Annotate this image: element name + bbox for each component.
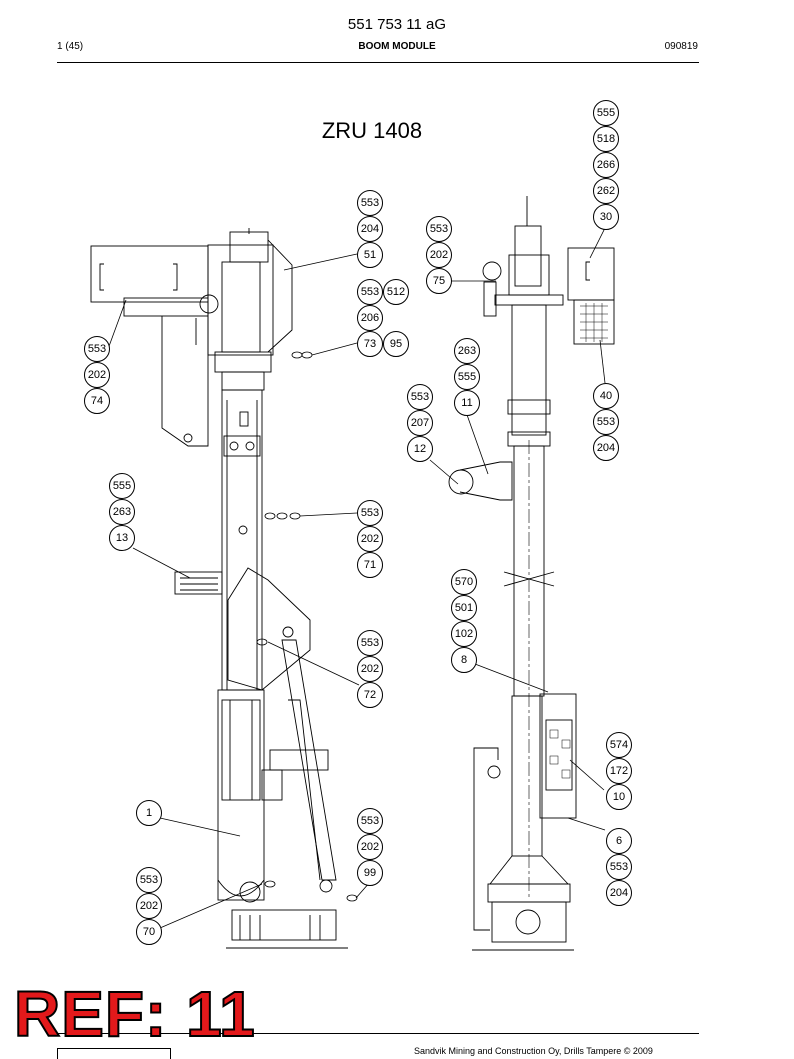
- callout-bubble: 553: [357, 630, 383, 656]
- callout-bubble: 74: [84, 388, 110, 414]
- callout-bubble: 553: [357, 500, 383, 526]
- callout-bubble: 512: [383, 279, 409, 305]
- callout-bubble: 501: [451, 595, 477, 621]
- callout-bubble: 204: [606, 880, 632, 906]
- callout-bubble: 553: [357, 279, 383, 305]
- callout-bubble: 553: [407, 384, 433, 410]
- callout-bubble: 207: [407, 410, 433, 436]
- callout-bubble: 10: [606, 784, 632, 810]
- callout-bubble: 6: [606, 828, 632, 854]
- callout-bubble: 262: [593, 178, 619, 204]
- callout-bubble: 574: [606, 732, 632, 758]
- callout-bubble: 202: [357, 526, 383, 552]
- callout-bubble: 72: [357, 682, 383, 708]
- callout-bubble: 206: [357, 305, 383, 331]
- callout-bubble: 12: [407, 436, 433, 462]
- left-boom-view: [90, 228, 358, 949]
- callout-bubble: 204: [593, 435, 619, 461]
- callout-bubble: 11: [454, 390, 480, 416]
- footer-copyright: Sandvik Mining and Construction Oy, Dril…: [414, 1046, 653, 1056]
- reference-stamp: REF: 11: [13, 978, 256, 1050]
- callout-bubble: 51: [357, 242, 383, 268]
- callout-bubble: 75: [426, 268, 452, 294]
- callout-bubble: 553: [606, 854, 632, 880]
- callout-bubble: 553: [357, 190, 383, 216]
- header-rule: [57, 62, 699, 63]
- callout-bubble: 263: [109, 499, 135, 525]
- callout-bubble: 71: [357, 552, 383, 578]
- callout-bubble: 202: [426, 242, 452, 268]
- document-number: 551 753 11 aG: [347, 16, 447, 33]
- callout-bubble: 13: [109, 525, 135, 551]
- callout-bubble: 553: [593, 409, 619, 435]
- callout-bubble: 570: [451, 569, 477, 595]
- callout-bubble: 8: [451, 647, 477, 673]
- callout-bubble: 95: [383, 331, 409, 357]
- callout-bubble: 70: [136, 919, 162, 945]
- callout-bubble: 102: [451, 621, 477, 647]
- module-title: BOOM MODULE: [358, 41, 436, 52]
- callout-bubble: 555: [454, 364, 480, 390]
- callout-bubble: 553: [136, 867, 162, 893]
- callout-bubble: 266: [593, 152, 619, 178]
- leader-lines: [107, 227, 606, 929]
- callout-bubble: 172: [606, 758, 632, 784]
- callout-bubble: 555: [109, 473, 135, 499]
- page-number: 1 (45): [57, 41, 84, 52]
- revision-date: 090819: [664, 41, 698, 52]
- callout-bubble: 202: [136, 893, 162, 919]
- callout-bubble: 30: [593, 204, 619, 230]
- right-boom-view: [448, 196, 615, 951]
- callout-bubble: 553: [357, 808, 383, 834]
- callout-bubble: 202: [84, 362, 110, 388]
- drawing-title: ZRU 1408: [321, 118, 423, 143]
- callout-bubble: 40: [593, 383, 619, 409]
- callout-bubble: 263: [454, 338, 480, 364]
- callout-bubble: 99: [357, 860, 383, 886]
- callout-bubble: 553: [426, 216, 452, 242]
- callout-bubble: 202: [357, 656, 383, 682]
- callout-bubble: 1: [136, 800, 162, 826]
- callout-bubble: 555: [593, 100, 619, 126]
- callout-bubble: 518: [593, 126, 619, 152]
- callout-bubble: 553: [84, 336, 110, 362]
- callout-bubble: 202: [357, 834, 383, 860]
- footer-rule: [57, 1033, 699, 1034]
- callout-bubble: 73: [357, 331, 383, 357]
- callout-bubble: 204: [357, 216, 383, 242]
